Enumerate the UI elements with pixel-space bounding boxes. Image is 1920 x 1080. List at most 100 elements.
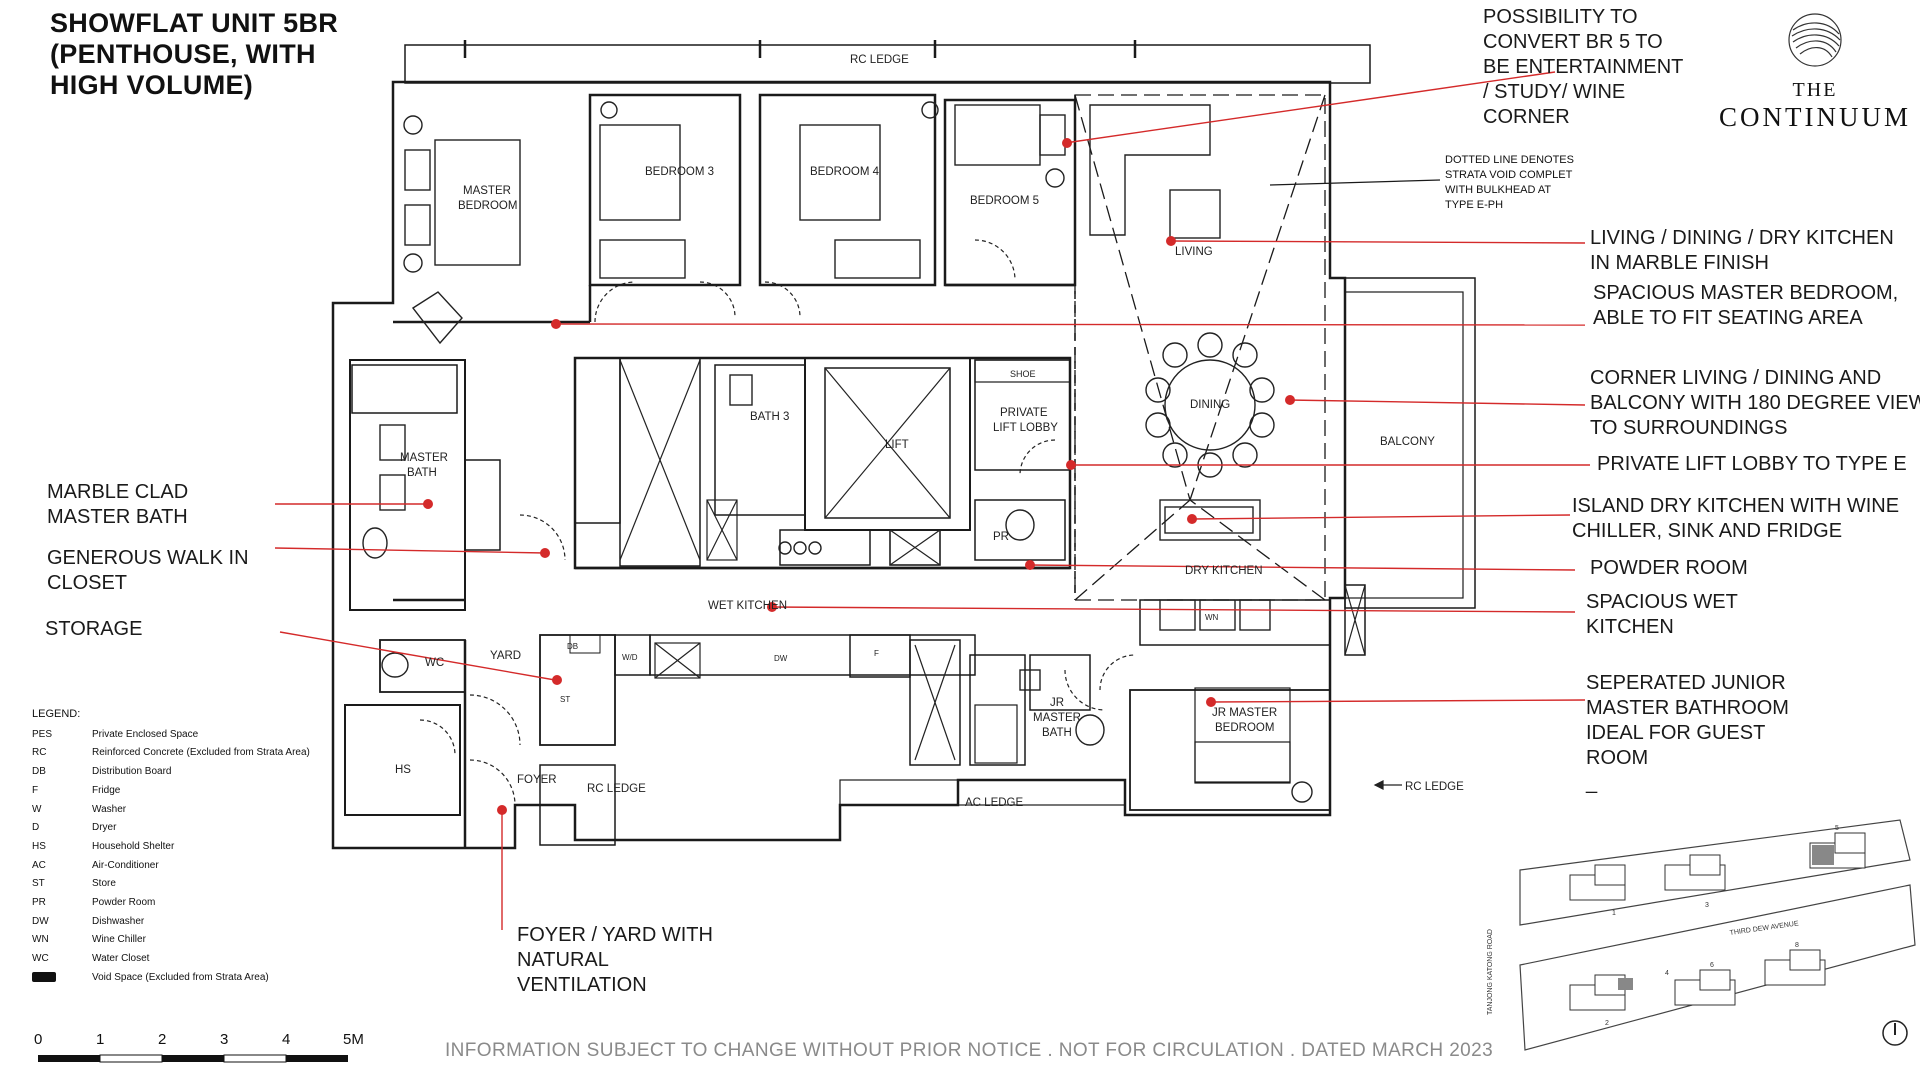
note-marble-bath-line: MARBLE CLAD: [47, 481, 189, 503]
keyplan-road-horizontal: THIRD DEW AVENUE: [1729, 920, 1799, 937]
room-shoe: SHOE: [1010, 369, 1036, 379]
note-island: ISLAND DRY KITCHEN WITH WINE CHILLER, SI…: [1572, 494, 1899, 544]
strata-void-lines: [1074, 94, 1326, 601]
keyplan-block: 4: [1665, 970, 1669, 977]
note-convert-br5-line: CONVERT BR 5 TO: [1483, 31, 1663, 53]
legend-row: W Washer: [32, 801, 310, 820]
note-living: LIVING / DINING / DRY KITCHEN IN MARBLE …: [1590, 226, 1894, 276]
legend-desc: Fridge: [92, 784, 121, 796]
note-dotted-line-text: DOTTED LINE DENOTES: [1445, 154, 1574, 166]
scale-label: 1: [96, 1031, 105, 1048]
room-lift: LIFT: [885, 439, 909, 451]
legend-row: ST Store: [32, 875, 310, 894]
note-lift-lobby: PRIVATE LIFT LOBBY TO TYPE E: [1597, 452, 1907, 477]
note-junior-line: MASTER BATHROOM: [1586, 697, 1789, 719]
keyplan-block: 8: [1795, 942, 1799, 949]
keyplan-block: 1: [1612, 910, 1616, 917]
room-rc-ledge-right: RC LEDGE: [1405, 781, 1464, 793]
north-arrow-icon: [1882, 1020, 1908, 1046]
legend-desc: Store: [92, 878, 116, 890]
legend-desc: Wine Chiller: [92, 934, 146, 946]
annotation-leaders: [274, 71, 1590, 930]
legend-desc: Household Shelter: [92, 840, 175, 852]
note-living-line: LIVING / DINING / DRY KITCHEN: [1590, 227, 1894, 249]
room-rc-ledge-mid: RC LEDGE: [587, 783, 646, 795]
room-jr-bedroom-2: BEDROOM: [1215, 722, 1274, 734]
legend-desc: Water Closet: [92, 953, 150, 965]
keyplan-block: 5: [1835, 825, 1839, 832]
legend-row: WN Wine Chiller: [32, 931, 310, 950]
room-master-bath-1: MASTER: [400, 452, 448, 464]
room-wet-kitchen: WET KITCHEN: [708, 600, 787, 612]
note-junior-dash: _: [1586, 772, 1598, 794]
note-wet-kitchen: SPACIOUS WET KITCHEN: [1586, 590, 1738, 640]
room-labels: RC LEDGE MASTER BEDROOM BEDROOM 3 BEDROO…: [395, 54, 1464, 809]
note-living-line: IN MARBLE FINISH: [1590, 252, 1769, 274]
scale-label: 0: [34, 1031, 43, 1048]
note-convert-br5-line: POSSIBILITY TO: [1483, 6, 1638, 28]
room-st: ST: [560, 695, 570, 704]
note-storage-line: STORAGE: [45, 618, 143, 640]
room-lift-lobby-2: LIFT LOBBY: [993, 422, 1058, 434]
note-master-bedroom-line: SPACIOUS MASTER BEDROOM,: [1593, 282, 1899, 304]
room-bedroom-5: BEDROOM 5: [970, 195, 1039, 207]
legend-desc: Powder Room: [92, 897, 156, 909]
note-island-line: ISLAND DRY KITCHEN WITH WINE: [1572, 495, 1900, 517]
legend-desc: Void Space (Excluded from Strata Area): [92, 971, 269, 983]
note-corner-living: CORNER LIVING / DINING AND BALCONY WITH …: [1590, 366, 1920, 441]
note-island-line: CHILLER, SINK AND FRIDGE: [1572, 520, 1843, 542]
legend-desc: Washer: [92, 803, 127, 815]
room-dining: DINING: [1190, 399, 1230, 411]
room-wn: WN: [1205, 613, 1219, 622]
note-convert-br5: POSSIBILITY TO CONVERT BR 5 TO BE ENTERT…: [1483, 5, 1683, 130]
room-pr: PR: [993, 531, 1009, 543]
dotted-note-leader: [1269, 179, 1441, 186]
room-ac-ledge: AC LEDGE: [965, 797, 1023, 809]
note-walk-in-line: CLOSET: [47, 572, 128, 594]
note-wet-kitchen-line: SPACIOUS WET: [1586, 591, 1738, 613]
room-wd: W/D: [622, 653, 638, 662]
legend-desc: Private Enclosed Space: [92, 728, 199, 740]
room-bath-3: BATH 3: [750, 411, 789, 423]
title-line-3: HIGH VOLUME): [50, 70, 254, 100]
legend-code: W: [32, 803, 42, 815]
note-junior-line: IDEAL FOR GUEST: [1586, 722, 1766, 744]
title-line-2: (PENTHOUSE, WITH: [50, 39, 316, 69]
note-lift-lobby-line: PRIVATE LIFT LOBBY TO TYPE E: [1597, 453, 1907, 475]
room-lift-lobby-1: PRIVATE: [1000, 407, 1048, 419]
room-rc-ledge-top: RC LEDGE: [850, 54, 909, 66]
scale-bar-graphic: [38, 1054, 348, 1063]
legend-code: AC: [32, 859, 46, 871]
room-dry-kitchen: DRY KITCHEN: [1185, 565, 1263, 577]
room-master-bath-2: BATH: [407, 467, 437, 479]
room-balcony: BALCONY: [1380, 436, 1435, 448]
room-living: LIVING: [1175, 246, 1213, 258]
note-foyer-line: VENTILATION: [517, 974, 647, 996]
note-foyer-line: FOYER / YARD WITH: [517, 924, 713, 946]
legend-desc: Dishwasher: [92, 915, 145, 927]
note-corner-living-line: CORNER LIVING / DINING AND: [1590, 367, 1882, 389]
note-powder: POWDER ROOM: [1590, 556, 1748, 581]
note-junior-line: ROOM: [1586, 747, 1649, 769]
note-dotted-line: DOTTED LINE DENOTES STRATA VOID COMPLET …: [1445, 153, 1574, 213]
keyplan-block: 2: [1605, 1020, 1609, 1027]
note-master-bedroom-line: ABLE TO FIT SEATING AREA: [1593, 307, 1863, 329]
annotation-dots: [423, 138, 1295, 815]
note-walk-in: GENEROUS WALK IN CLOSET: [47, 546, 249, 596]
legend-row-void: Void Space (Excluded from Strata Area): [32, 969, 310, 988]
note-wet-kitchen-line: KITCHEN: [1586, 616, 1674, 638]
room-hs: HS: [395, 764, 411, 776]
legend-code: ST: [32, 878, 45, 890]
scale-label: 5M: [343, 1031, 364, 1048]
legend-code: D: [32, 822, 40, 834]
legend-code: WN: [32, 934, 49, 946]
note-marble-bath: MARBLE CLAD MASTER BATH: [47, 480, 188, 530]
